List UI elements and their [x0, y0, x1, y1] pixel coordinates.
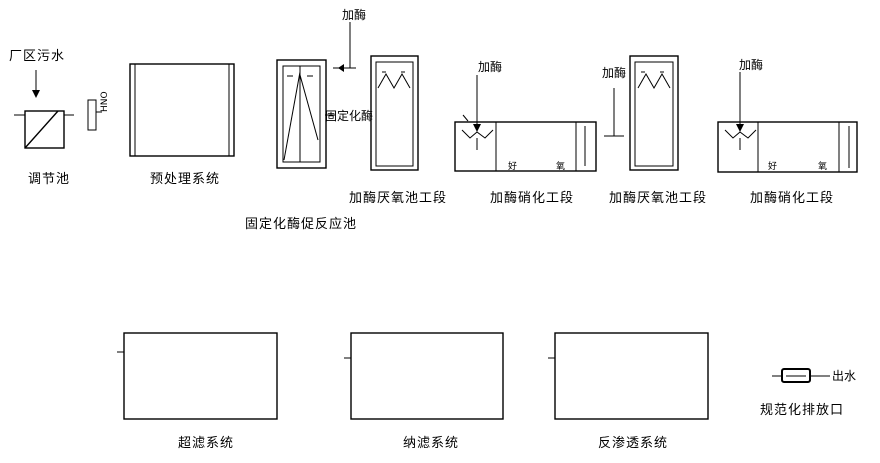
- label-ultrafiltration: 超滤系统: [178, 436, 235, 451]
- label-effluent: 出水: [832, 369, 857, 383]
- nanofiltration-shape: [344, 332, 504, 420]
- enzyme-arrow-3: [604, 88, 624, 137]
- label-wastewater-in: 厂区污水: [9, 49, 66, 64]
- label-add-enzyme-4: 加酶: [739, 58, 764, 72]
- label-immobilized-enzyme: 固定化酶: [325, 109, 374, 123]
- nitrification-2-shape: [717, 72, 858, 173]
- label-tank-b-2: 氧: [818, 162, 828, 172]
- label-nanofiltration: 纳滤系统: [403, 436, 460, 451]
- nitrification-1-shape: [454, 75, 597, 172]
- label-nitrification-1: 加酶硝化工段: [490, 191, 575, 206]
- label-immobilized-reactor: 固定化酶促反应池: [245, 217, 358, 232]
- label-tank-a-2: 好: [768, 162, 778, 172]
- discharge-outlet-shape: [772, 368, 830, 383]
- label-tank-a-1: 好: [508, 162, 518, 172]
- anaerobic-tank-2-shape: [629, 55, 679, 171]
- label-anaerobic-2: 加酶厌氧池工段: [609, 191, 708, 206]
- reverse-osmosis-shape: [548, 332, 709, 420]
- ultrafiltration-shape: [117, 332, 278, 420]
- immobilized-reactor-shape: [276, 59, 356, 169]
- label-add-enzyme-3: 加酶: [602, 66, 627, 80]
- label-discharge-outlet: 规范化排放口: [760, 403, 845, 418]
- label-regulating-tank: 调节池: [28, 172, 71, 187]
- label-tank-b-1: 氧: [556, 162, 566, 172]
- label-add-enzyme-1: 加酶: [342, 8, 367, 22]
- regulating-tank-shape: [14, 70, 102, 149]
- label-pretreatment: 预处理系统: [150, 172, 221, 187]
- anaerobic-tank-1-shape: [370, 55, 419, 171]
- label-add-enzyme-2: 加酶: [478, 60, 503, 74]
- pretreatment-shape: [129, 63, 235, 157]
- label-pump-mark: HNO: [100, 91, 110, 112]
- label-reverse-osmosis: 反渗透系统: [598, 436, 669, 451]
- label-anaerobic-1: 加酶厌氧池工段: [349, 191, 448, 206]
- label-nitrification-2: 加酶硝化工段: [750, 191, 835, 206]
